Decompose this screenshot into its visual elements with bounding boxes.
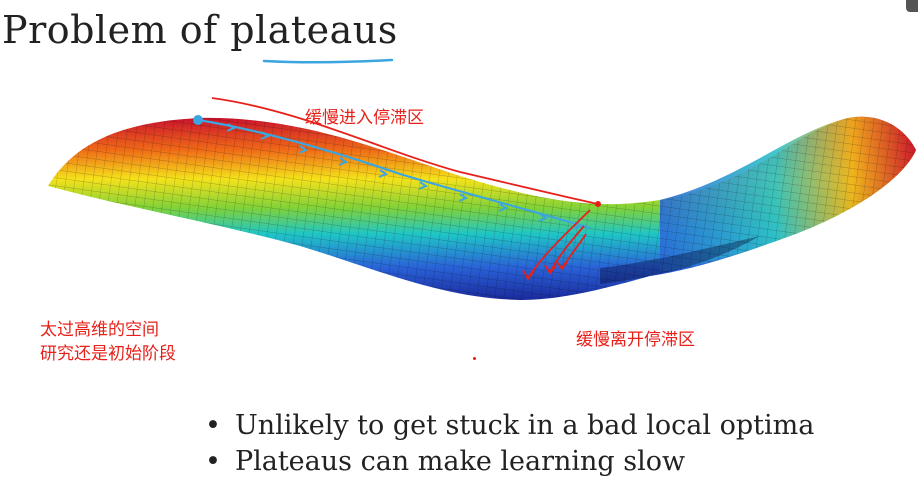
bullet-item: Unlikely to get stuck in a bad local opt… (205, 408, 814, 444)
red-annotation-dot (595, 201, 601, 207)
path-arrow (498, 203, 509, 212)
annotation-high-dim-line1: 太过高维的空间 (40, 320, 159, 340)
path-arrow (260, 131, 271, 140)
path-arrow (226, 123, 237, 132)
annotation-high-dim-line2: 研究还是初始阶段 (40, 344, 176, 364)
path-start-point (193, 115, 203, 125)
exit-arrow (549, 225, 585, 273)
window-corner-mark (906, 0, 918, 12)
path-arrow (418, 181, 429, 190)
exit-arrow (527, 209, 591, 279)
path-arrow (338, 157, 349, 166)
path-arrow (378, 169, 389, 178)
red-exit-arrows (522, 209, 591, 281)
bullet-item: Plateaus can make learning slow (205, 444, 814, 480)
path-arrow (538, 213, 549, 222)
title-underline (262, 58, 394, 64)
annotation-enter-plateau: 缓慢进入停滞区 (305, 108, 424, 128)
path-arrow (458, 193, 469, 202)
exit-arrow-head (522, 269, 535, 281)
slide-bullets: Unlikely to get stuck in a bad local opt… (205, 408, 814, 480)
slide-title: Problem of plateaus (2, 8, 398, 52)
path-arrow (298, 145, 309, 154)
annotation-exit-plateau: 缓慢离开停滞区 (576, 330, 695, 350)
red-annotation-line (211, 97, 599, 205)
surface-shadow (600, 236, 760, 284)
exit-arrow-head (544, 264, 557, 275)
annotation-high-dimensional: 太过高维的空间 研究还是初始阶段 (40, 318, 176, 366)
stray-red-dot (473, 357, 476, 360)
surface-grid (48, 116, 916, 301)
exit-arrow-head (556, 261, 568, 271)
gradient-path (197, 118, 591, 230)
